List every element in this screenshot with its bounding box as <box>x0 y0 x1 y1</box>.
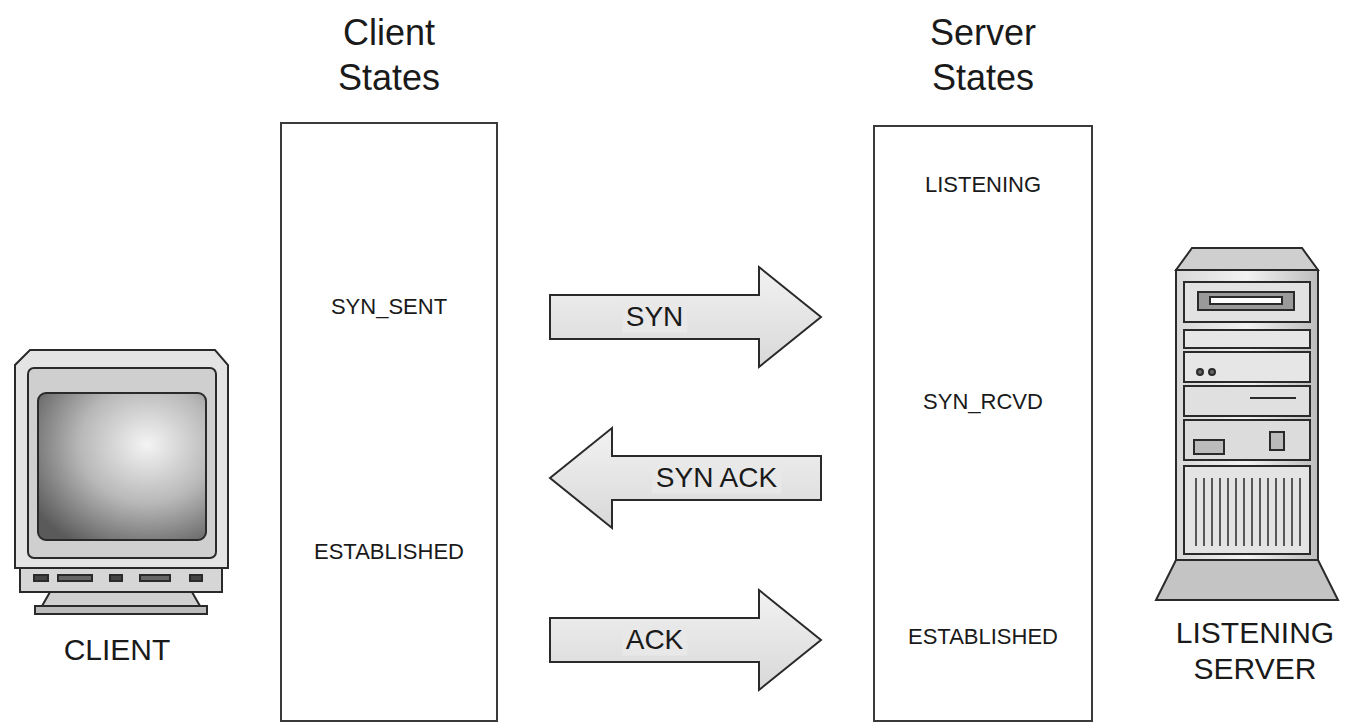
vent-line <box>1243 478 1245 546</box>
state-column: Client StatesSYN_SENTESTABLISHED <box>280 122 498 722</box>
vent-line <box>1195 478 1197 546</box>
vent-line <box>1283 478 1285 546</box>
block-arrow <box>550 590 821 690</box>
state-name: LISTENING <box>875 172 1091 198</box>
vent-line <box>1203 478 1205 546</box>
vent-line <box>1211 478 1213 546</box>
host-label: CLIENT <box>17 632 217 668</box>
vent-line <box>1235 478 1237 546</box>
state-name: ESTABLISHED <box>875 624 1091 650</box>
vent-line <box>1299 478 1301 546</box>
message-label: ACK <box>622 625 688 656</box>
column-heading: Server States <box>888 10 1078 100</box>
vent-line <box>1267 478 1269 546</box>
state-name: ESTABLISHED <box>282 539 496 565</box>
host-label: LISTENING SERVER <box>1135 615 1358 687</box>
server-icon <box>1156 248 1338 600</box>
computer-icon <box>15 350 228 614</box>
block-arrow <box>550 267 821 367</box>
state-name: SYN_SENT <box>282 294 496 320</box>
vent-line <box>1259 478 1261 546</box>
message-label: SYN ACK <box>652 463 781 494</box>
state-name: SYN_RCVD <box>875 389 1091 415</box>
vent-line <box>1219 478 1221 546</box>
vent-line <box>1275 478 1277 546</box>
column-heading: Client States <box>294 10 484 100</box>
state-column: Server StatesLISTENINGSYN_RCVDESTABLISHE… <box>873 125 1093 722</box>
message-label: SYN <box>622 302 688 333</box>
vent-line <box>1251 478 1253 546</box>
vent-line <box>1227 478 1229 546</box>
block-arrow <box>550 428 821 528</box>
vent-line <box>1291 478 1293 546</box>
